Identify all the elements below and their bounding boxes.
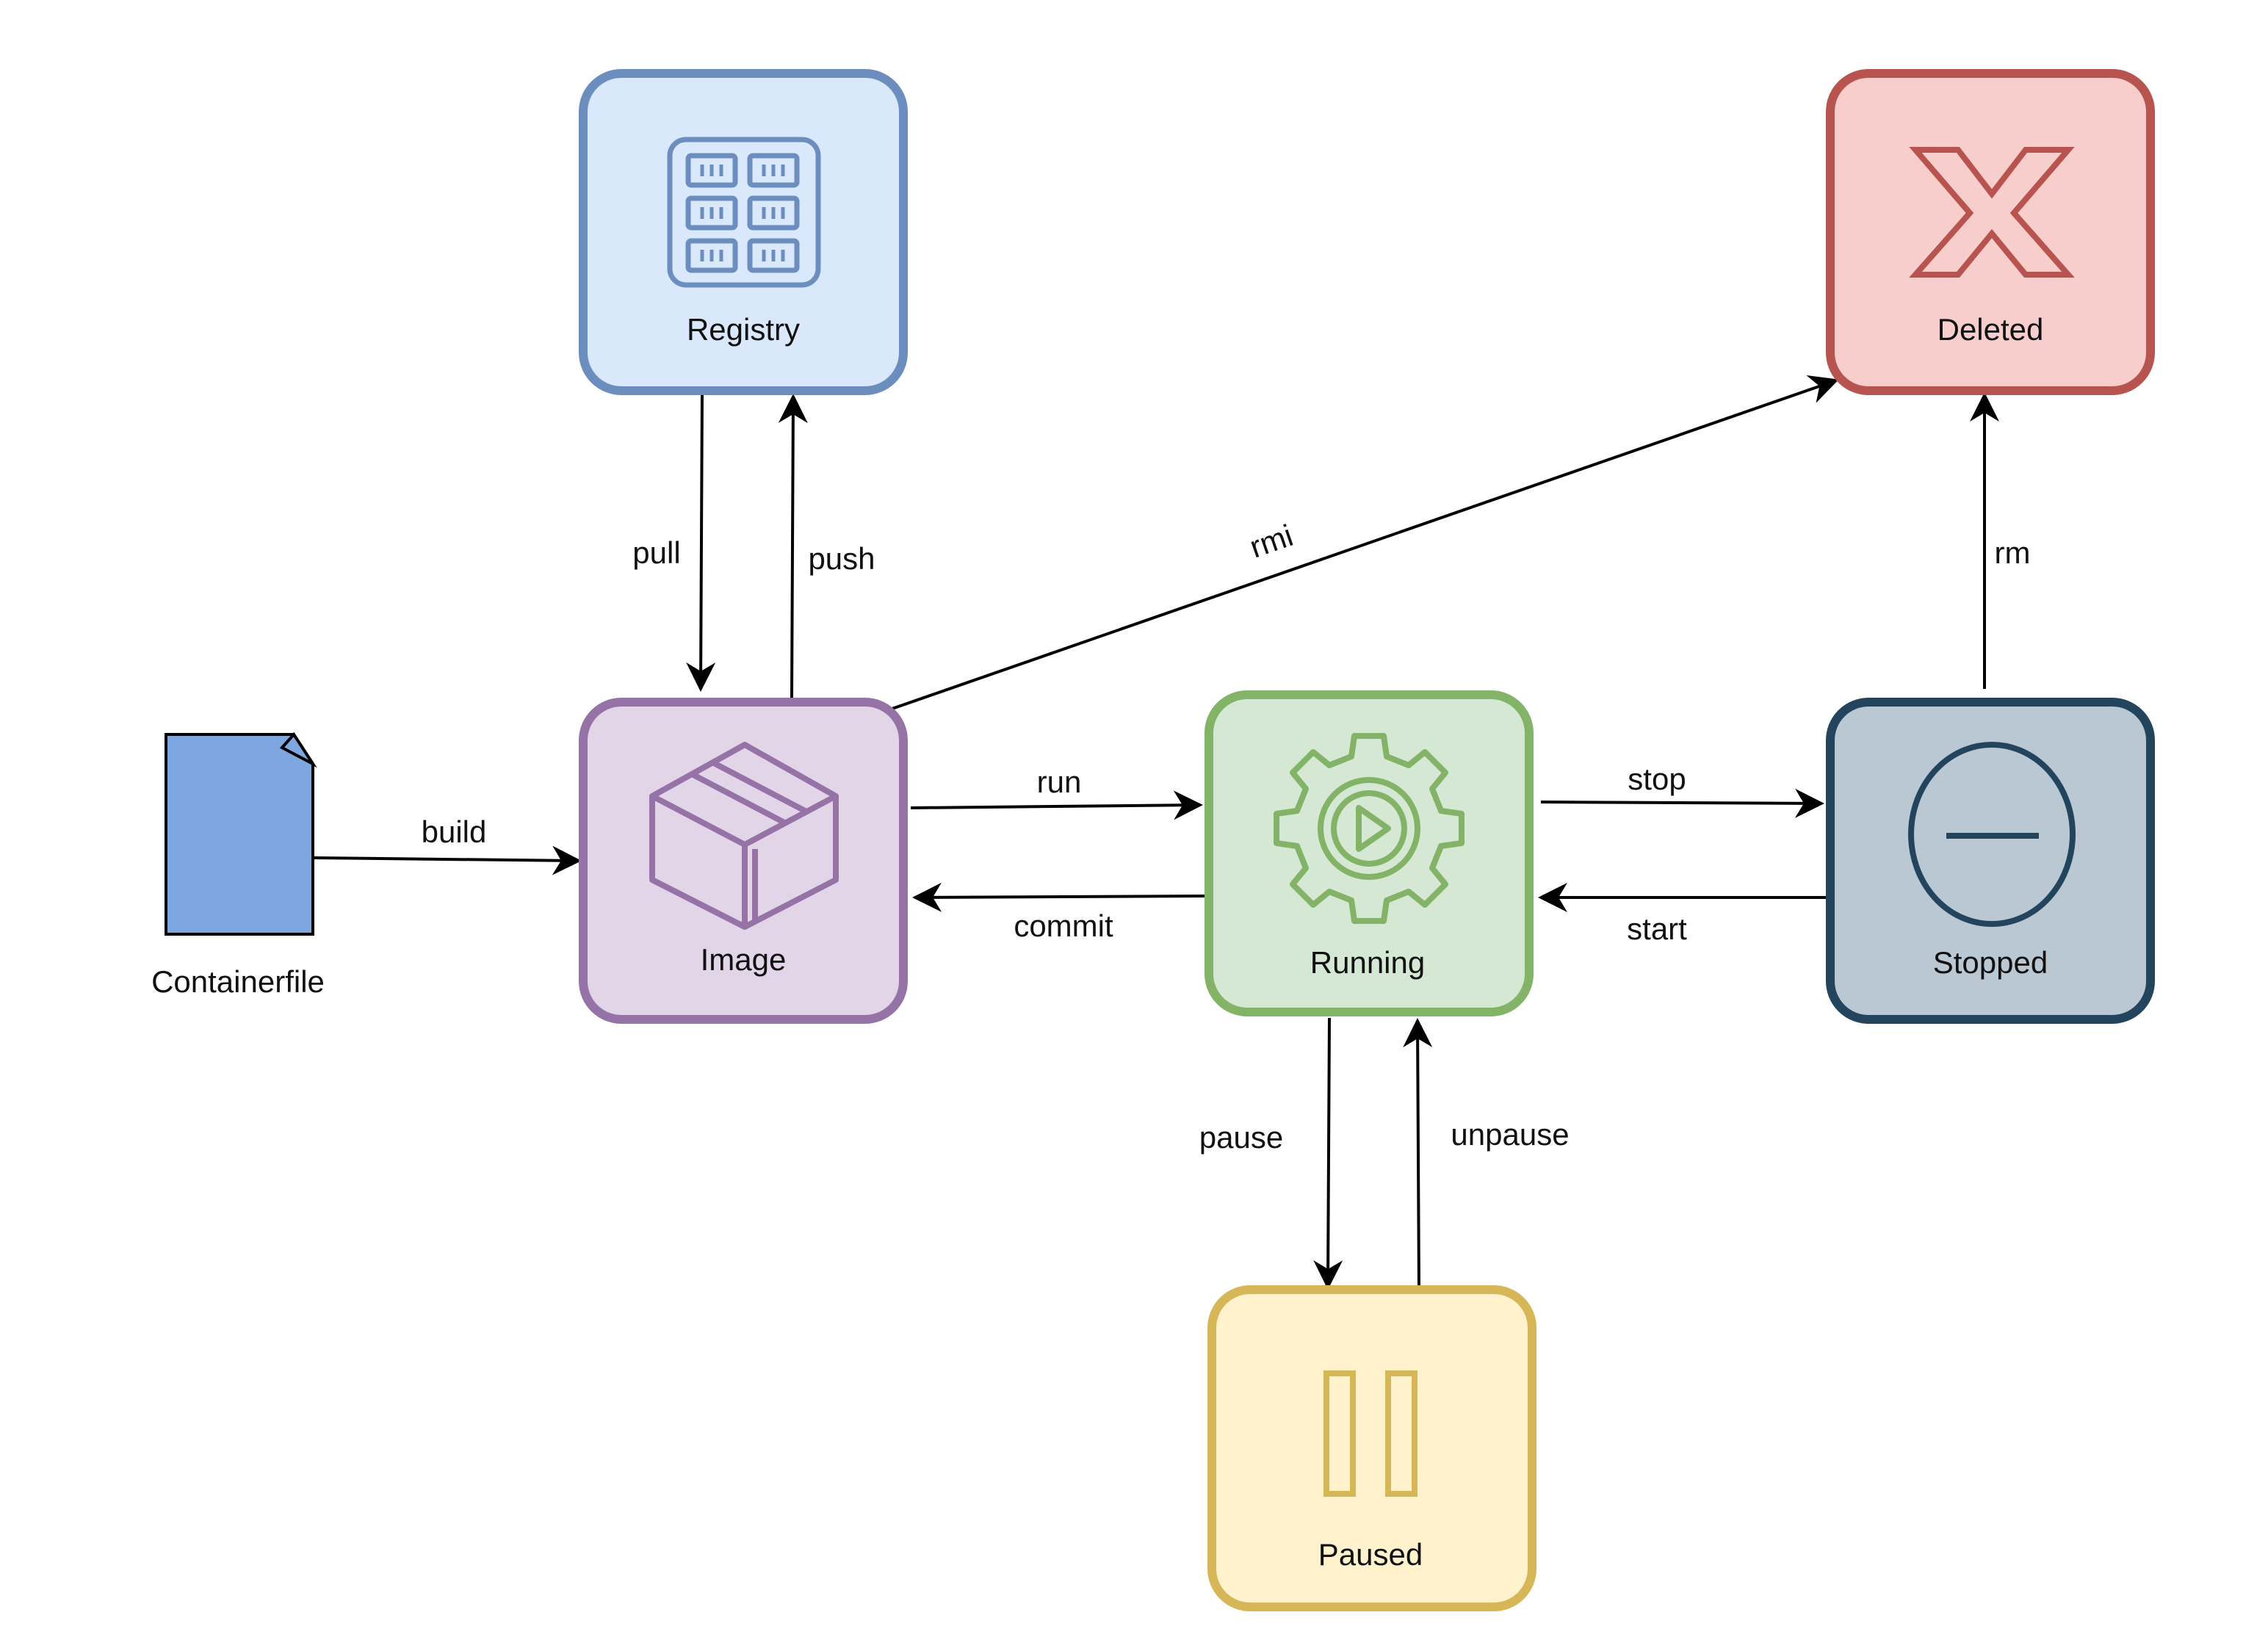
edge-pause: [1313, 1017, 1343, 1290]
edge-label-unpause: unpause: [1451, 1117, 1569, 1152]
edge-label-rmi: rmi: [1246, 518, 1297, 564]
node-label-deleted: Deleted: [1937, 312, 2044, 347]
pause-icon: [1323, 1370, 1418, 1497]
edge-unpause: [1403, 1018, 1433, 1289]
node-running: Running: [1205, 690, 1534, 1016]
node-label-stopped: Stopped: [1933, 945, 2048, 980]
edge-pull: [686, 390, 716, 692]
edge-label-pull: pull: [632, 535, 680, 570]
node-deleted: Deleted: [1826, 69, 2155, 395]
edge-label-stop: stop: [1628, 762, 1686, 796]
edge-build: [312, 845, 582, 875]
node-paused: Paused: [1207, 1285, 1536, 1611]
edge-stop: [1540, 788, 1824, 818]
edge-label-rm: rm: [1995, 535, 2031, 570]
box-icon: [649, 742, 839, 930]
edge-label-pause: pause: [1199, 1120, 1283, 1155]
edge-run: [910, 790, 1203, 820]
node-image: Image: [579, 698, 908, 1024]
node-label-paused: Paused: [1318, 1537, 1423, 1572]
minus-circle-icon: [1908, 742, 2076, 927]
edge-push: [778, 394, 808, 698]
node-label-running: Running: [1310, 945, 1425, 980]
document-icon: [165, 733, 314, 936]
node-label-containerfile: Containerfile: [151, 964, 325, 999]
edge-label-push: push: [808, 541, 875, 576]
registry-grid-icon: [667, 137, 821, 288]
edge-label-build: build: [422, 814, 487, 849]
node-containerfile: Containerfile: [151, 731, 325, 999]
edge-commit: [912, 882, 1207, 912]
node-label-image: Image: [701, 942, 787, 977]
node-registry: Registry: [579, 69, 908, 395]
node-stopped: Stopped: [1826, 698, 2155, 1024]
edge-label-run: run: [1037, 765, 1082, 799]
document-fold-icon: [279, 731, 317, 768]
node-label-registry: Registry: [687, 312, 800, 347]
edge-rmi: [885, 375, 1839, 712]
gear-play-icon: [1274, 733, 1465, 924]
edge-label-start: start: [1627, 911, 1687, 946]
edge-label-commit: commit: [1014, 908, 1113, 943]
x-icon: [1909, 147, 2075, 278]
